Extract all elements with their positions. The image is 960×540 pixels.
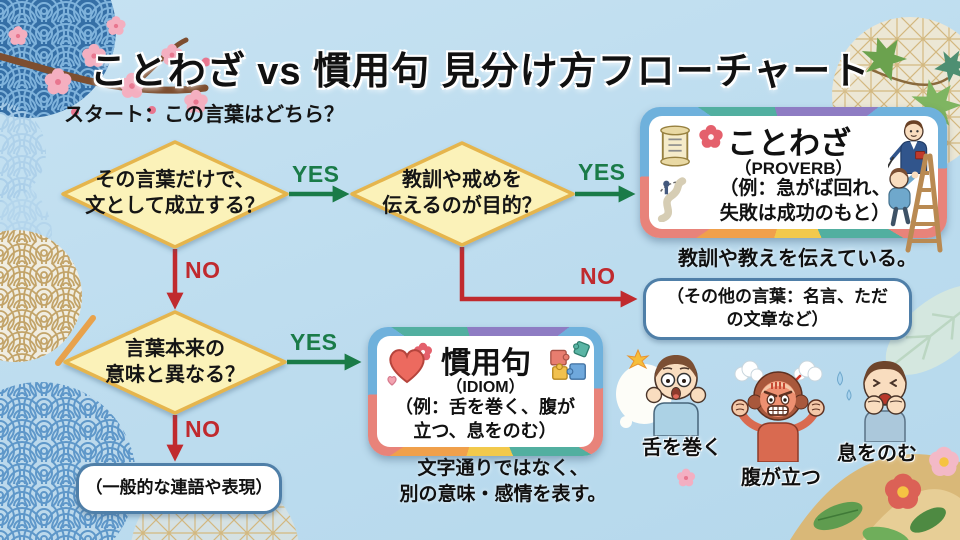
decision-1-label: その言葉だけで、文として成立する？ bbox=[85, 169, 265, 218]
idiom-example-label-2: 腹が立つ bbox=[741, 467, 821, 489]
decision-diamond-2 bbox=[350, 141, 575, 247]
gasping-person bbox=[837, 361, 907, 442]
yes-label-3: YES bbox=[290, 329, 338, 355]
winding-path-icon bbox=[657, 177, 687, 222]
other-result-box: （その他の言葉：名言、ただの文章など） bbox=[643, 278, 912, 340]
general-result-box: （一般的な連語や表現） bbox=[76, 463, 282, 514]
angry-person bbox=[731, 360, 825, 462]
idiom-subheading: （IDIOM） bbox=[446, 379, 525, 396]
idiom-heading: 慣用句 bbox=[441, 347, 531, 380]
astonished-person bbox=[616, 348, 707, 436]
no-label-2: NO bbox=[580, 263, 616, 289]
decision-diamonds bbox=[61, 140, 575, 415]
decision-2-label: 教訓や戒めを伝えるのが目的？ bbox=[382, 169, 542, 218]
start-label: スタート：この言葉はどちら？ bbox=[64, 104, 344, 126]
idiom-card: 慣用句 （IDIOM） （例：舌を巻く、腹が立つ、息をのむ） bbox=[368, 327, 603, 456]
decision-3-label: 言葉本来の意味と異なる？ bbox=[105, 338, 245, 387]
proverb-subheading: （PROVERB） bbox=[734, 159, 853, 178]
hearts-icon bbox=[387, 342, 432, 386]
teacher-icon bbox=[888, 120, 928, 174]
decision-diamond-1 bbox=[61, 140, 289, 249]
idiom-example-label-3: 息をのむ bbox=[837, 443, 917, 465]
ladder-climb-icon bbox=[888, 153, 943, 253]
scroll-icon bbox=[660, 125, 690, 167]
proverb-caption: 教訓や教えを伝えている。 bbox=[678, 248, 917, 270]
no-label-1: NO bbox=[185, 257, 221, 283]
idiom-example-label-1: 舌を巻く bbox=[642, 437, 722, 459]
idiom-example: （例：舌を巻く、腹が立つ、息をのむ） bbox=[395, 397, 575, 441]
proverb-heading: ことわざ bbox=[727, 126, 851, 161]
proverb-card: ことわざ （PROVERB） （例：急がば回れ、失敗は成功のもと） bbox=[640, 107, 947, 238]
no-arrows bbox=[166, 247, 638, 462]
puzzle-icon bbox=[550, 341, 590, 380]
proverb-example: （例：急がば回れ、失敗は成功のもと） bbox=[719, 178, 891, 225]
plum-blossom-icon bbox=[699, 125, 723, 148]
no-label-3: NO bbox=[185, 416, 221, 442]
yes-label-1: YES bbox=[292, 161, 340, 187]
page-title: ことわざ vs 慣用句 見分け方フローチャート bbox=[89, 51, 871, 93]
yes-label-2: YES bbox=[578, 159, 626, 185]
idiom-caption: 文字通りではなく、別の意味・感情を表す。 bbox=[399, 458, 607, 505]
decision-diamond-3 bbox=[63, 310, 287, 415]
yes-arrows bbox=[287, 185, 636, 371]
